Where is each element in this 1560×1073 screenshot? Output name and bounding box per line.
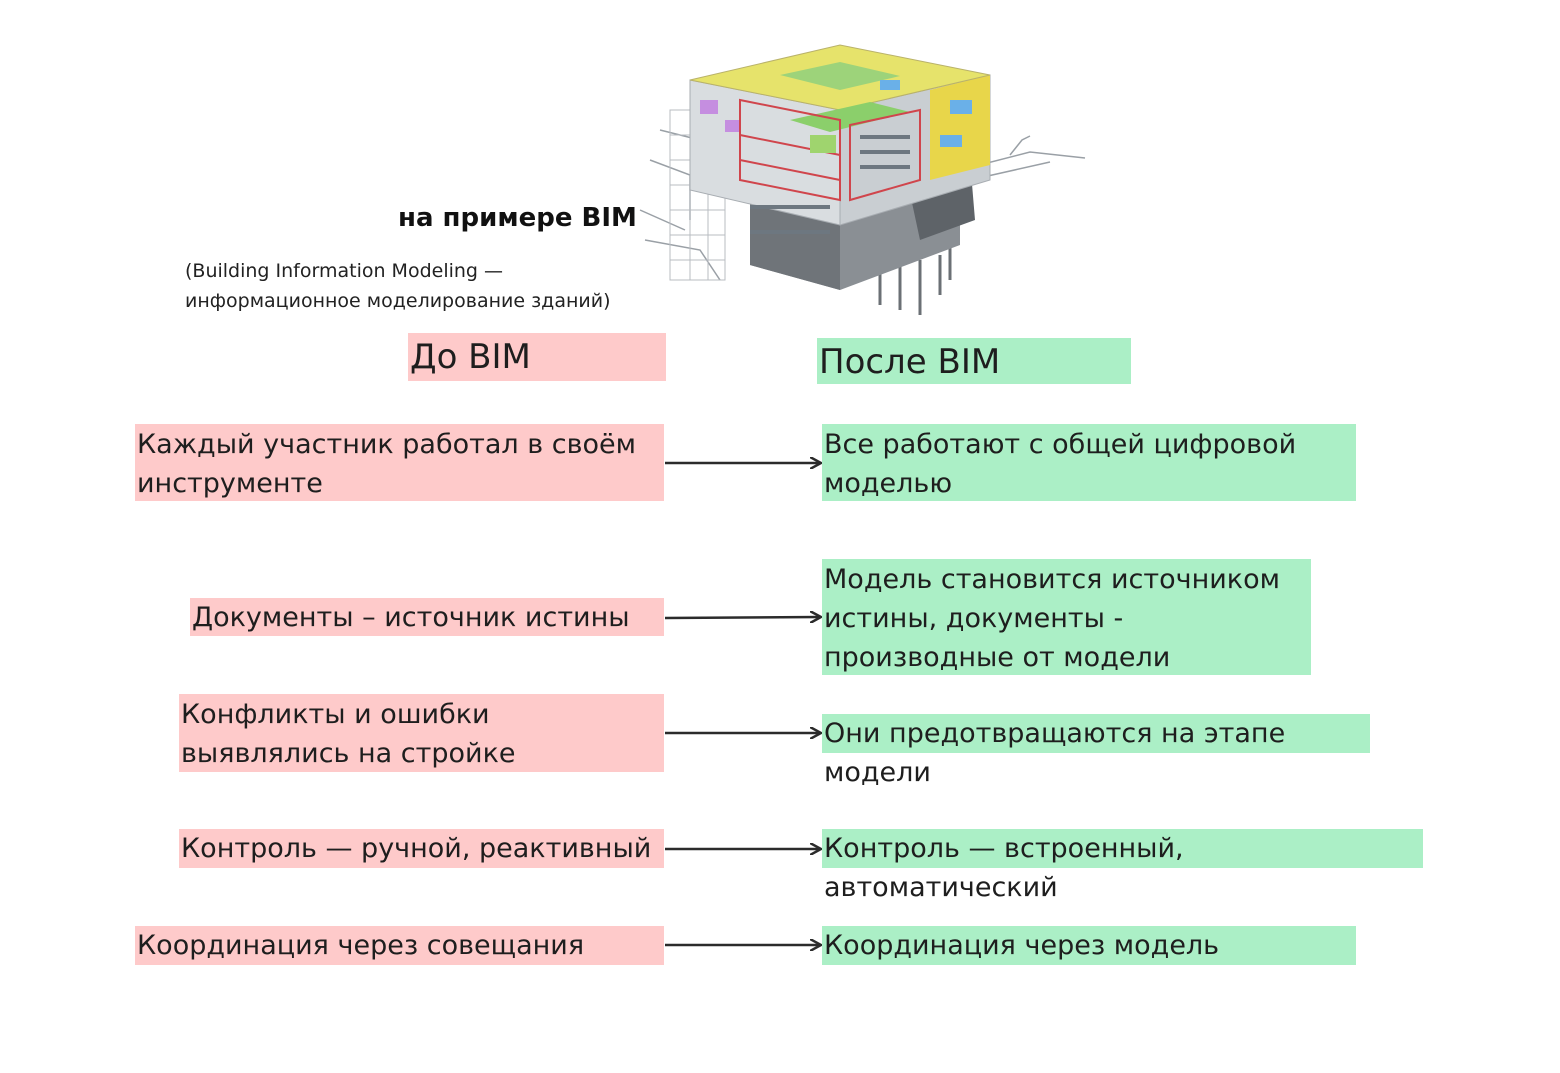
column-header-before: До BIM — [408, 333, 666, 381]
page-title: на примере BIM — [398, 203, 637, 233]
before-item-2: Документы – источник истины — [190, 598, 664, 636]
after-item-3: Они предотвращаются на этапе модели — [822, 714, 1370, 788]
after-item-4: Контроль — встроенный, автоматический — [822, 829, 1423, 903]
before-item-5: Координация через совещания — [135, 926, 664, 965]
bim-building-model-image — [639, 44, 1086, 315]
before-item-1: Каждый участник работал в своём инструме… — [135, 424, 664, 501]
before-item-4: Контроль — ручной, реактивный — [179, 829, 664, 868]
after-item-5: Координация через модель — [822, 926, 1356, 965]
after-item-1: Все работают с общей цифровой моделью — [822, 424, 1356, 501]
before-item-3: Конфликты и ошибки выявлялись на стройке — [179, 694, 664, 772]
page-subtitle: (Building Information Modeling — информа… — [185, 260, 611, 312]
arrow-row-2 — [664, 617, 820, 618]
after-item-2: Модель становится источником истины, док… — [822, 559, 1311, 675]
column-header-after: После BIM — [817, 338, 1131, 384]
